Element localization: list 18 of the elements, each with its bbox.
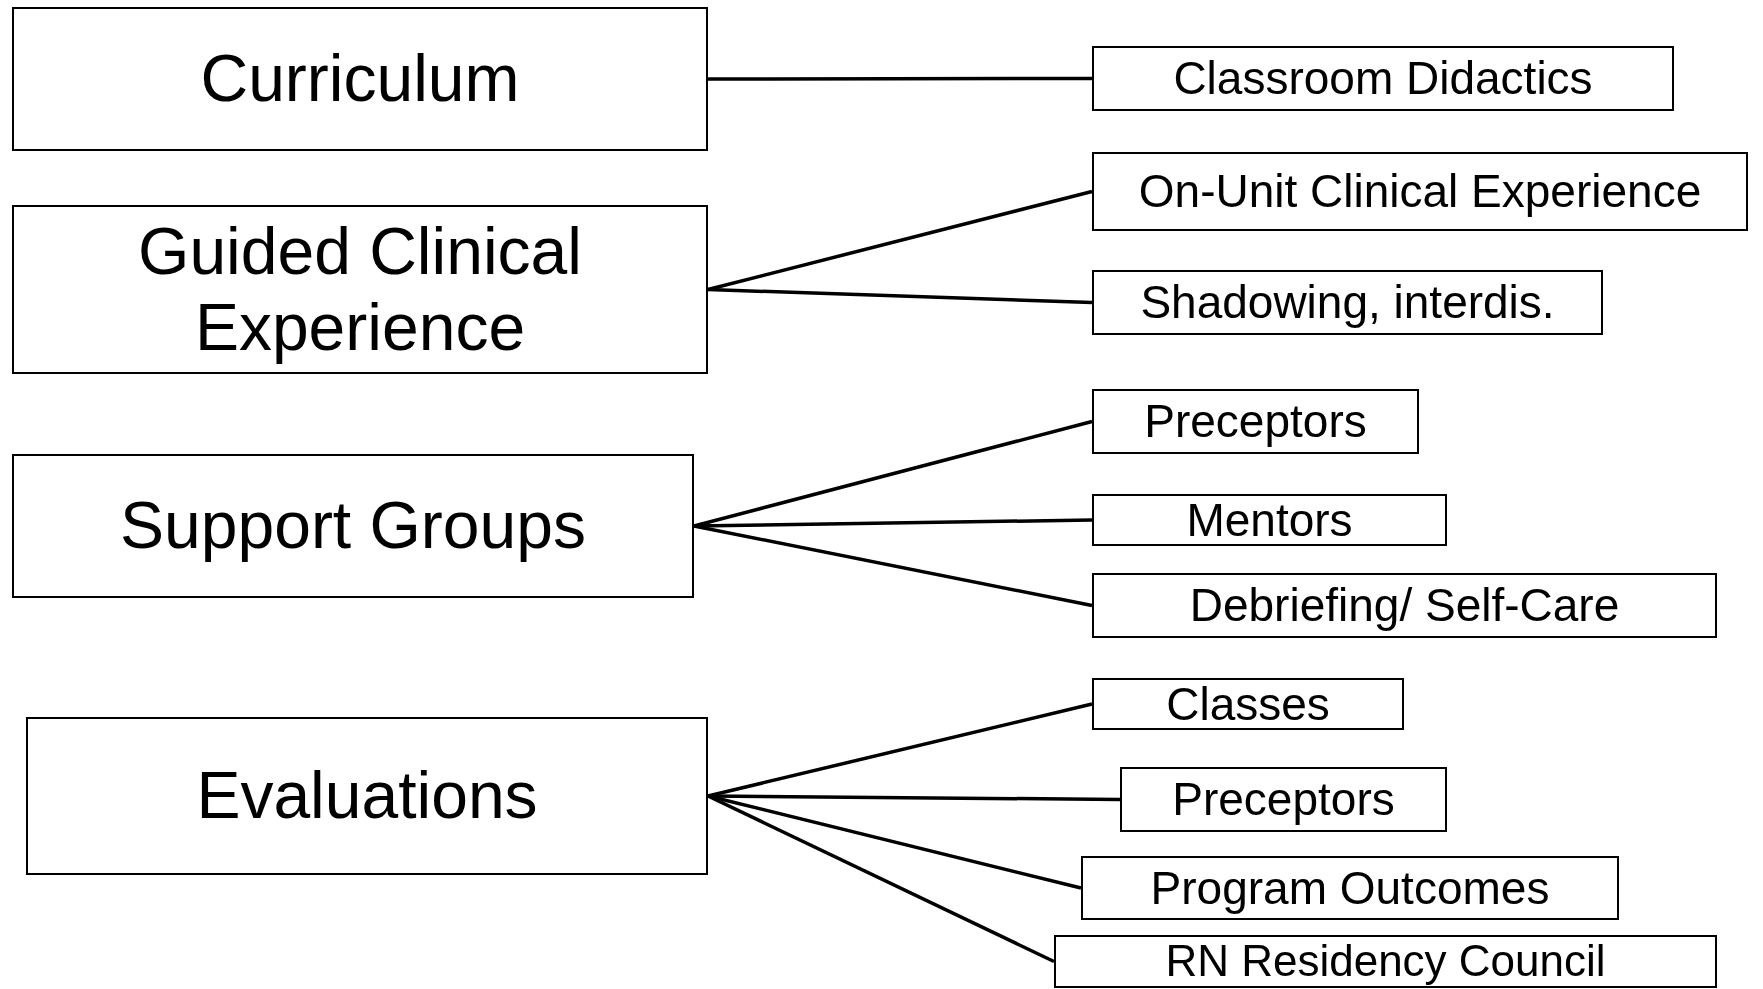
text-box: On-Unit Clinical Experience [1092, 152, 1748, 231]
text-box: Evaluations [26, 717, 708, 875]
connector-line [707, 287, 1093, 305]
text-box: Curriculum [12, 7, 708, 151]
text-box: Classroom Didactics [1092, 46, 1674, 111]
text-box: Classes [1092, 678, 1404, 730]
connector-line [693, 518, 1093, 528]
text-box: Support Groups [12, 454, 694, 598]
connector-line [708, 76, 1092, 81]
text-box: Guided Clinical Experience [12, 205, 708, 374]
text-box: Preceptors [1092, 389, 1419, 454]
text-box: Debriefing/ Self-Care [1092, 573, 1717, 638]
text-box: RN Residency Council [1054, 935, 1717, 988]
connector-line [693, 524, 1093, 608]
text-box: Preceptors [1120, 767, 1447, 832]
text-box: Shadowing, interdis. [1092, 270, 1603, 335]
text-box: Program Outcomes [1081, 856, 1619, 920]
text-box: Mentors [1092, 494, 1447, 546]
